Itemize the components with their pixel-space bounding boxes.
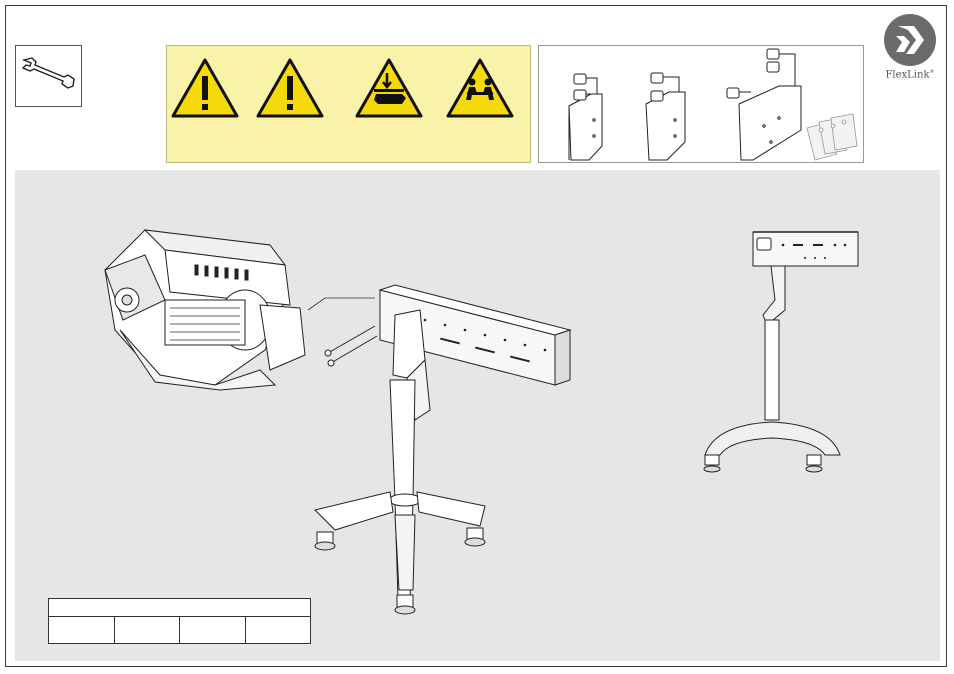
flexlink-logo: FlexLink® [878,12,942,90]
medium-bracket-icon [646,73,685,160]
general-warning-icon [170,56,240,120]
spec-table [48,598,311,644]
general-warning-icon [255,56,325,120]
bolts-drawing [325,326,377,366]
two-person-lift-warning-icon [445,56,515,120]
spec-table-cell [180,616,246,643]
short-bracket-icon [569,74,602,160]
kit-panel [538,45,864,163]
drive-unit-drawing [105,230,305,390]
support-stand-with-beam-drawing [315,285,570,614]
long-bracket-icon [727,49,801,160]
assembly-drawing [15,170,940,661]
instruction-sheets-icon [807,114,857,160]
kit-contents-drawing [539,46,865,164]
assembly-view [15,170,940,661]
spec-table-header-row [49,599,311,617]
spec-table-cell [245,616,311,643]
leader-line [308,298,375,310]
open-end-wrench-icon [16,46,81,106]
tool-box [15,45,82,107]
warning-panel [166,45,531,163]
flexlink-logo-mark [878,12,942,68]
spec-table-header-cell [49,599,311,617]
side-view-stand-drawing [704,232,858,472]
spec-table-row [49,616,311,643]
spec-table-cell [49,616,115,643]
spec-table-cell [114,616,180,643]
brand-wordmark: FlexLink® [878,69,942,80]
hand-crush-warning-icon [354,56,424,120]
